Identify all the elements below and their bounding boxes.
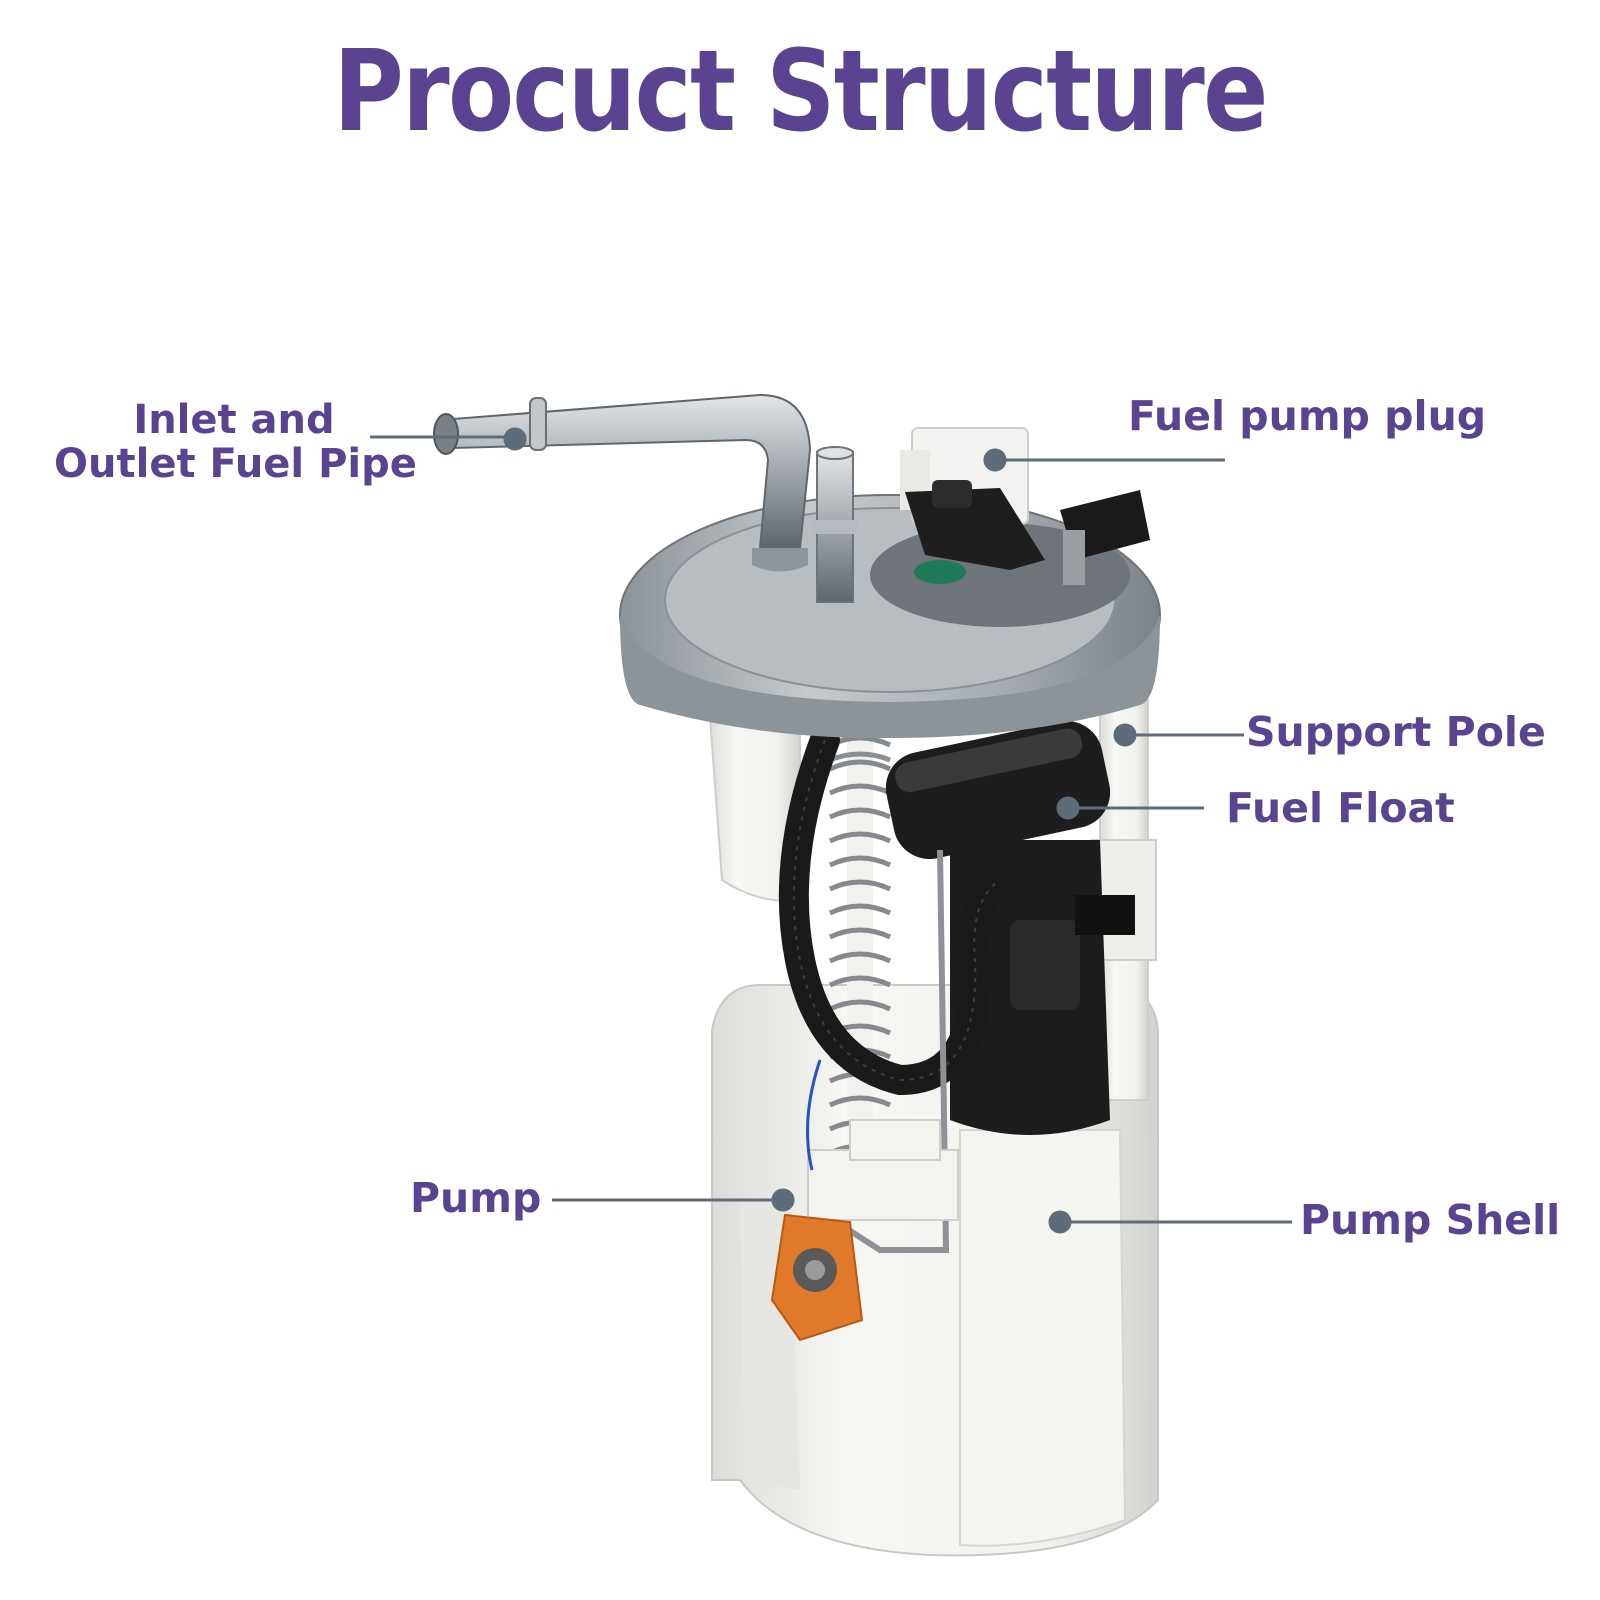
spring-coil xyxy=(828,855,892,868)
spring-coil xyxy=(828,999,892,1012)
float-arm xyxy=(828,849,950,1253)
label-fuel-float: Fuel Float xyxy=(1226,784,1455,832)
label-pump: Pump xyxy=(410,1174,542,1222)
spring-coil xyxy=(828,1095,892,1108)
spring-coil xyxy=(828,759,892,772)
spring-coil xyxy=(828,903,892,916)
label-fuel-pump-plug: Fuel pump plug xyxy=(1128,392,1487,440)
label-support-pole: Support Pole xyxy=(1246,708,1546,756)
spring-coil xyxy=(828,927,892,940)
page-title: Procuct Structure xyxy=(333,27,1268,157)
label-pump-shell: Pump Shell xyxy=(1300,1196,1561,1244)
spring-coil xyxy=(828,831,892,844)
label-inlet-line2: Outlet Fuel Pipe xyxy=(54,441,417,487)
spring-coil xyxy=(828,879,892,892)
pump-bracket xyxy=(807,1119,959,1221)
return-nipple xyxy=(812,446,858,603)
spring-coil xyxy=(828,975,892,988)
spring-coil xyxy=(828,783,892,796)
fuel-level-sender xyxy=(770,1213,864,1342)
electrical-connector xyxy=(905,480,1150,585)
sender-wire xyxy=(806,1059,822,1171)
label-inlet-line1: Inlet and xyxy=(133,397,335,443)
fuel-float xyxy=(885,721,1111,859)
spring-coil xyxy=(828,951,892,964)
inlet-outlet-fuel-pipe xyxy=(433,393,812,572)
spring-coil xyxy=(828,807,892,820)
label-inlet-outlet-fuel-pipe: Inlet and Outlet Fuel Pipe xyxy=(54,397,417,487)
spring xyxy=(829,730,891,1165)
braided-hose xyxy=(778,725,1015,1096)
callout-leaders xyxy=(370,427,1292,1234)
